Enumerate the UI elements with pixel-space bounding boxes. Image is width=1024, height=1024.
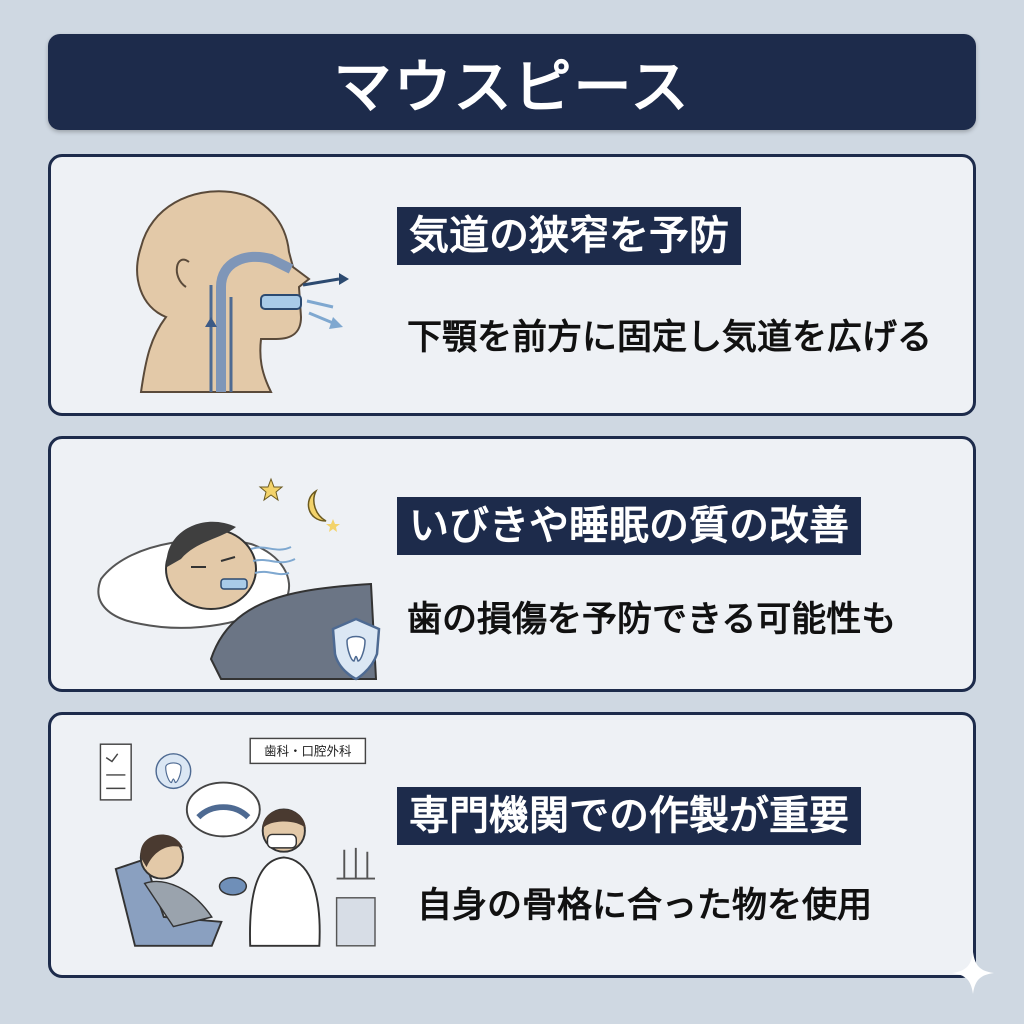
card-heading: 専門機関での作製が重要 <box>397 787 861 845</box>
card-snoring: いびきや睡眠の質の改善 歯の損傷を予防できる可能性も <box>48 436 976 692</box>
card-description: 下顎を前方に固定し気道を広げる <box>407 318 933 358</box>
card-heading: いびきや睡眠の質の改善 <box>397 497 861 555</box>
clinic-sign: 歯科・口腔外科 <box>264 744 352 759</box>
card-airway: 気道の狭窄を予防 下顎を前方に固定し気道を広げる <box>48 154 976 416</box>
card-description: 歯の損傷を予防できる可能性も <box>407 600 897 640</box>
dental-clinic-illustration: 歯科・口腔外科 <box>99 737 376 947</box>
card-heading: 気道の狭窄を予防 <box>397 207 741 265</box>
page-title: マウスピース <box>333 53 691 121</box>
sleeping-person-illustration <box>97 477 381 681</box>
sparkle-icon <box>952 952 994 994</box>
card-description: 自身の骨格に合った物を使用 <box>417 886 873 926</box>
title-banner: マウスピース <box>48 34 976 130</box>
airway-illustration <box>136 190 349 393</box>
card-clinic: 歯科・口腔外科 専門機関での作製が重要 自身の骨格に合った物を使用 <box>48 712 976 978</box>
